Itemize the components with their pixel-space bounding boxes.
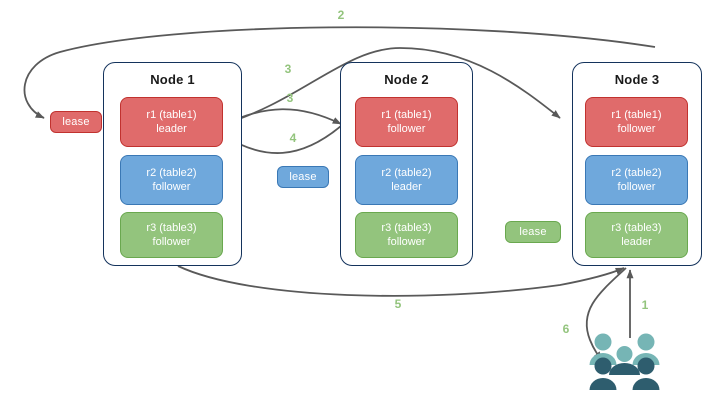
node-title-node2: Node 2	[384, 72, 429, 87]
replica-label-line2: leader	[156, 123, 187, 135]
replica-n1r3[interactable]: r3 (table3) follower	[120, 212, 223, 258]
step-label-2: 2	[337, 8, 345, 22]
edge-step-5	[177, 265, 625, 297]
replica-n2r2[interactable]: r2 (table2) leader	[355, 155, 458, 205]
replica-n2r1[interactable]: r1 (table1) follower	[355, 97, 458, 147]
lease-badge-table2[interactable]: lease	[277, 166, 329, 188]
replica-label-line2: follower	[152, 236, 191, 248]
replica-label-line1: r2 (table2)	[146, 167, 197, 179]
step-label-1: 1	[641, 298, 649, 312]
node-title-node1: Node 1	[150, 72, 195, 87]
replica-label-line2: follower	[617, 123, 656, 135]
replica-label-line2: leader	[621, 236, 652, 248]
node-title-node3: Node 3	[614, 72, 660, 87]
replica-label-line2: follower	[617, 181, 656, 193]
step-label-6: 6	[562, 322, 570, 336]
replica-n3r1[interactable]: r1 (table1) follower	[585, 97, 688, 147]
replica-n2r3[interactable]: r3 (table3) follower	[355, 212, 458, 258]
step-label-3a: 3	[284, 62, 292, 76]
replica-label-line2: follower	[387, 236, 426, 248]
replica-n1r2[interactable]: r2 (table2) follower	[120, 155, 223, 205]
replica-label-line2: follower	[152, 181, 191, 193]
step-label-3b: 3	[286, 91, 294, 105]
replica-label-line2: leader	[391, 181, 422, 193]
replica-label-line1: r3 (table3)	[146, 222, 197, 234]
replica-label-line1: r1 (table1)	[611, 109, 662, 121]
replica-label-line1: r1 (table1)	[381, 109, 432, 121]
replica-n3r3[interactable]: r3 (table3) leader	[585, 212, 688, 258]
replica-label-line1: r2 (table2)	[381, 167, 432, 179]
step-label-5: 5	[394, 297, 402, 311]
lease-badge-table1[interactable]: lease	[50, 111, 102, 133]
replica-n3r2[interactable]: r2 (table2) follower	[585, 155, 688, 205]
replica-label-line1: r2 (table2)	[611, 167, 662, 179]
users-icon[interactable]	[588, 332, 662, 394]
step-label-4: 4	[289, 131, 297, 145]
replica-n1r1[interactable]: r1 (table1) leader	[120, 97, 223, 147]
replica-label-line2: follower	[387, 123, 426, 135]
replica-label-line1: r1 (table1)	[146, 109, 197, 121]
replica-label-line1: r3 (table3)	[381, 222, 432, 234]
replica-label-line1: r3 (table3)	[611, 222, 662, 234]
lease-badge-table3[interactable]: lease	[505, 221, 561, 243]
